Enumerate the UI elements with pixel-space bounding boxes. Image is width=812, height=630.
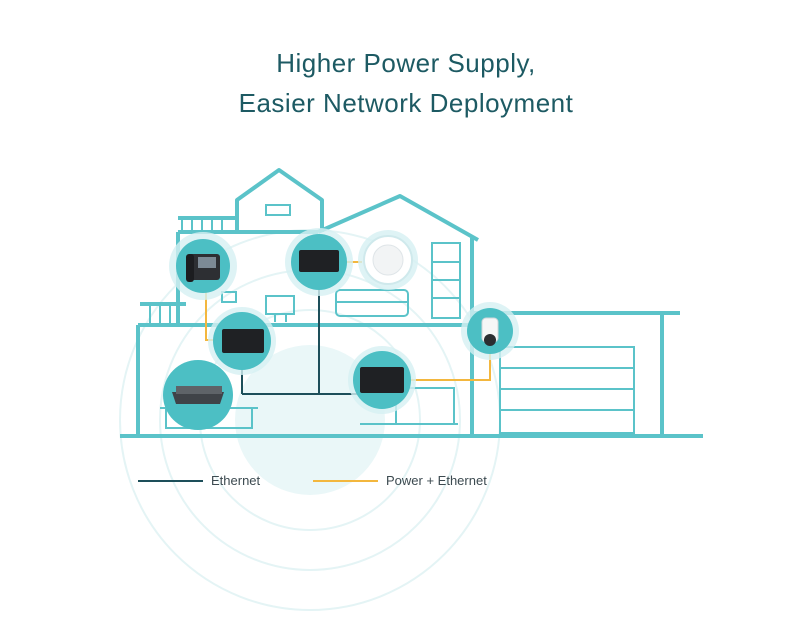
- switch-living-room-node: [348, 346, 416, 414]
- switch-icon: [222, 329, 264, 353]
- legend-ethernet-label: Ethernet: [211, 473, 261, 488]
- switch-stair-node: [208, 307, 276, 375]
- desktop-switch-icon: [172, 386, 224, 404]
- switch-icon: [299, 250, 339, 272]
- ip-phone-icon: [186, 254, 220, 282]
- legend: Ethernet Power + Ethernet: [138, 473, 487, 488]
- access-point-node: [358, 230, 418, 290]
- legend-poe-label: Power + Ethernet: [386, 473, 487, 488]
- switch-icon: [360, 367, 404, 393]
- switch-upstairs-node: [285, 228, 353, 296]
- camera-icon: [481, 317, 499, 346]
- title-line-1: Higher Power Supply,: [276, 48, 536, 78]
- halo-fill: [235, 345, 385, 495]
- camera-node: [461, 302, 519, 360]
- desktop-switch-node: [163, 360, 233, 430]
- house-details: [149, 204, 635, 434]
- title-line-2: Easier Network Deployment: [238, 88, 574, 118]
- ip-phone-node: [169, 232, 237, 300]
